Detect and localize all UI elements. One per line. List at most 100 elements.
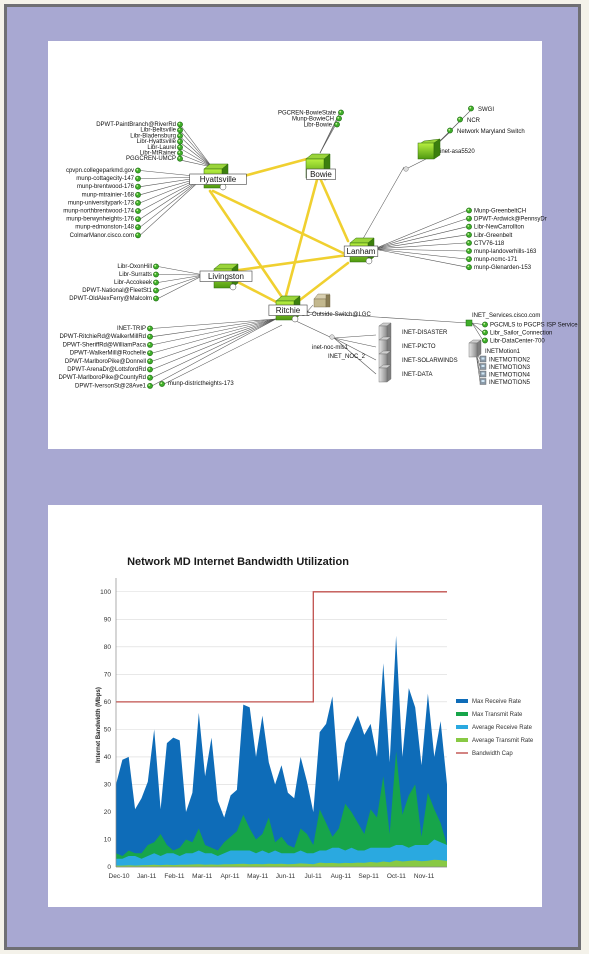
legend-label: Average Receive Rate xyxy=(472,725,533,731)
node-label: munp-brentwood-176 xyxy=(77,184,135,190)
node-dot[interactable] xyxy=(135,183,141,190)
node-dot[interactable] xyxy=(466,231,472,238)
node-dot[interactable] xyxy=(466,239,472,246)
node-dot[interactable] xyxy=(135,175,141,182)
node-label: Libr_Sailor_Connection xyxy=(490,331,552,337)
node-label: munp-ncmc-171 xyxy=(474,257,518,263)
node-label: munp-landoverhills-163 xyxy=(474,249,537,255)
node-dot[interactable] xyxy=(466,264,472,271)
node-dot[interactable] xyxy=(482,337,488,344)
node-dot[interactable] xyxy=(147,366,153,373)
asa-label: inet-asa5520 xyxy=(440,149,475,155)
node-dot[interactable] xyxy=(153,271,159,278)
node-dot[interactable] xyxy=(159,381,165,387)
x-tick-label: Aug-11 xyxy=(331,873,352,880)
node-label: DPWT-OldAlexFerry@Malcolm xyxy=(69,296,152,302)
node-dot[interactable] xyxy=(177,155,183,162)
node-label: DPWT-MarlboroPike@CountyRd xyxy=(59,375,146,381)
node-dot[interactable] xyxy=(466,248,472,254)
chart-title: Network MD Internet Bandwidth Utilizatio… xyxy=(127,556,349,568)
node-dot[interactable] xyxy=(135,167,141,174)
hub-label-livingston: Livingston xyxy=(199,270,253,282)
node-label: DPWT-IversonSt@28Ave1 xyxy=(75,383,147,389)
inetmotion-node[interactable] xyxy=(479,355,487,363)
area-max-transmit xyxy=(116,751,447,867)
node-dot[interactable] xyxy=(336,115,342,122)
node-dot[interactable] xyxy=(468,105,474,112)
bandwidth-chart: Network MD Internet Bandwidth Utilizatio… xyxy=(96,556,534,880)
node-label: munp-cottagecity-147 xyxy=(76,176,134,182)
node-label: munp-northbrentwood-174 xyxy=(63,209,134,215)
node-dot[interactable] xyxy=(466,215,472,222)
node-dot[interactable] xyxy=(147,358,153,365)
node-dot[interactable] xyxy=(153,287,159,294)
legend-item: Average Transmit Rate xyxy=(456,738,534,744)
y-tick-label: 90 xyxy=(104,616,112,623)
node-dot[interactable] xyxy=(177,150,183,156)
node-dot[interactable] xyxy=(177,127,183,134)
node-dot[interactable] xyxy=(177,138,183,145)
node-label: DPWT-MarlboroPike@Donnell xyxy=(65,359,146,365)
node-dot[interactable] xyxy=(147,325,153,332)
inetmotion-node[interactable] xyxy=(479,378,487,385)
server-label: INET-SOLARWINDS xyxy=(402,358,458,364)
node-dot[interactable] xyxy=(135,208,141,214)
node-label: munp-universitypark-173 xyxy=(68,200,135,206)
x-tick-label: Feb-11 xyxy=(164,873,184,880)
node-dot[interactable] xyxy=(466,256,472,262)
inetmotion-node[interactable] xyxy=(479,370,487,378)
node-dot[interactable] xyxy=(447,127,453,134)
link-node[interactable] xyxy=(329,334,335,340)
node-dot[interactable] xyxy=(177,133,183,139)
legend-item: Average Receive Rate xyxy=(456,725,533,731)
node-dot[interactable] xyxy=(147,341,153,348)
node-label: PGGCREN-UMCP xyxy=(126,156,176,162)
x-tick-label: May-11 xyxy=(247,873,269,880)
y-tick-label: 70 xyxy=(104,671,112,678)
node-dot[interactable] xyxy=(466,207,472,214)
node-dot[interactable] xyxy=(338,109,344,116)
node-dot[interactable] xyxy=(135,216,141,222)
server-inet-data[interactable] xyxy=(378,364,392,383)
node-label: Libr-Accokeek xyxy=(114,280,153,286)
node-dot[interactable] xyxy=(153,279,159,286)
node-label: ColmarManor.cisco.com xyxy=(70,233,134,239)
area-average-receive xyxy=(116,839,447,867)
node-dot[interactable] xyxy=(147,382,153,389)
node-dot[interactable] xyxy=(466,223,472,230)
node-dot[interactable] xyxy=(135,191,141,198)
node-dot[interactable] xyxy=(153,295,159,302)
pgc-outside-switch[interactable] xyxy=(313,293,331,308)
legend-item: Bandwidth Cap xyxy=(456,751,513,757)
node-label: munp-Glenarden-153 xyxy=(474,265,532,271)
node-dot[interactable] xyxy=(147,333,153,340)
node-dot[interactable] xyxy=(135,224,141,231)
node-label: NCR xyxy=(467,118,481,124)
node-dot[interactable] xyxy=(457,116,463,123)
node-dot[interactable] xyxy=(147,374,153,381)
node-dot[interactable] xyxy=(135,199,141,206)
node-dot[interactable] xyxy=(147,350,153,356)
node-dot[interactable] xyxy=(177,144,183,151)
inet-services-node[interactable] xyxy=(465,319,473,327)
node-dot[interactable] xyxy=(482,329,488,336)
server-inetmotion1[interactable] xyxy=(468,339,482,358)
inetmotion-node[interactable] xyxy=(479,363,487,370)
node-dot[interactable] xyxy=(135,232,141,239)
asa-firewall[interactable] xyxy=(417,138,441,160)
node-label: DPWT-National@FleetSt1 xyxy=(82,288,152,294)
node-dot[interactable] xyxy=(482,321,488,328)
node-dot[interactable] xyxy=(153,263,159,270)
node-label: SWGI xyxy=(478,107,494,113)
node-dot[interactable] xyxy=(334,121,340,128)
node-dot[interactable] xyxy=(177,121,183,128)
node-label: INETMOTION4 xyxy=(489,373,531,379)
y-tick-label: 50 xyxy=(104,726,112,733)
inet-services-label: INET_Services.cisco.com xyxy=(472,313,540,319)
server-inet-solarwinds[interactable] xyxy=(378,350,392,369)
legend-item: Max Transmit Rate xyxy=(456,712,523,718)
node-label: DPWT-Ardwick@PennsyDr xyxy=(474,217,547,223)
x-tick-label: Sep-11 xyxy=(358,873,379,880)
link-node[interactable] xyxy=(403,166,409,172)
